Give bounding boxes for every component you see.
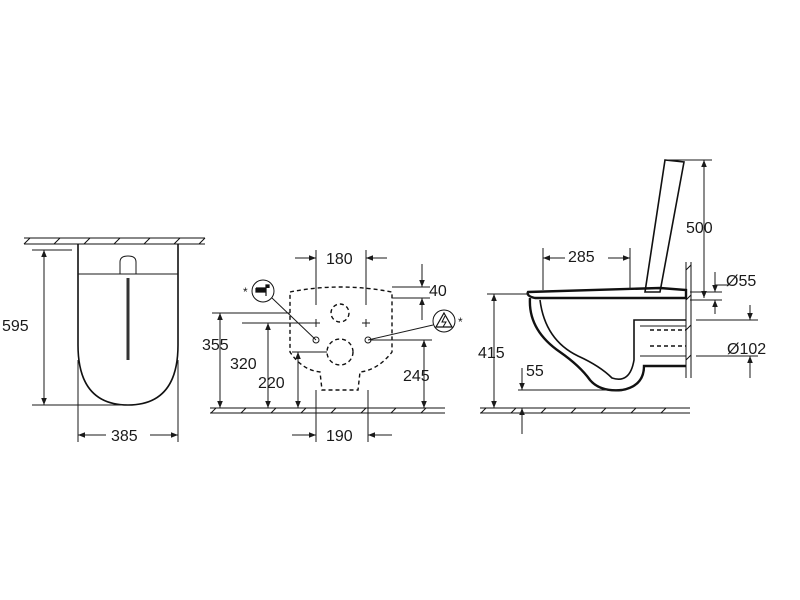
dim-220 bbox=[292, 351, 327, 408]
front-view: 595 385 bbox=[2, 237, 206, 445]
wall-strip-top bbox=[23, 237, 206, 245]
dim-o102 bbox=[696, 305, 758, 378]
electric-note-mark: * bbox=[458, 315, 463, 329]
fixing-points bbox=[312, 303, 372, 366]
electric-warning-icon bbox=[367, 309, 456, 341]
side-55-label: 55 bbox=[526, 363, 544, 380]
floor-right bbox=[480, 407, 690, 414]
dim-180 bbox=[295, 250, 387, 305]
dim-o55 bbox=[690, 272, 728, 314]
bowl-inner bbox=[539, 299, 686, 380]
wall-320-label: 320 bbox=[230, 356, 257, 373]
dim-55 bbox=[518, 368, 622, 434]
floor-middle bbox=[210, 407, 445, 414]
dim-355 bbox=[212, 312, 290, 408]
dim-320 bbox=[242, 322, 312, 408]
raised-lid bbox=[644, 159, 685, 293]
bowl-outer bbox=[528, 297, 686, 392]
wall-220-label: 220 bbox=[258, 375, 285, 392]
side-view: 285 500 Ø55 Ø102 415 bbox=[478, 159, 766, 434]
dim-415 bbox=[487, 293, 528, 408]
side-o102-label: Ø102 bbox=[727, 341, 766, 358]
side-500-label: 500 bbox=[686, 220, 713, 237]
wall-180-label: 180 bbox=[326, 251, 353, 268]
wall-190-label: 190 bbox=[326, 428, 353, 445]
wall-355-label: 355 bbox=[202, 337, 229, 354]
rim-nozzle bbox=[119, 255, 137, 274]
wall-40-label: 40 bbox=[429, 283, 447, 300]
dim-245 bbox=[370, 339, 432, 408]
outlet-lines bbox=[640, 325, 686, 357]
water-tap-icon bbox=[251, 279, 317, 341]
outlet-dashes bbox=[650, 329, 686, 347]
side-415-label: 415 bbox=[478, 345, 505, 362]
side-o55-label: Ø55 bbox=[726, 273, 756, 290]
side-285-label: 285 bbox=[568, 249, 595, 266]
tap-note-mark: * bbox=[243, 285, 248, 299]
dim-500 bbox=[668, 159, 712, 298]
seat bbox=[526, 286, 688, 300]
dim-40 bbox=[392, 264, 430, 320]
front-height-label: 595 bbox=[2, 318, 29, 335]
wall-view: 180 40 * * 355 bbox=[202, 250, 463, 445]
dim-190 bbox=[292, 390, 392, 442]
wall-right bbox=[685, 262, 692, 378]
wall-245-label: 245 bbox=[403, 368, 430, 385]
rear-bowl-outline bbox=[289, 286, 393, 391]
front-width-label: 385 bbox=[111, 428, 138, 445]
dim-width-385 bbox=[77, 360, 179, 442]
front-bowl-outline bbox=[77, 244, 179, 406]
dim-285 bbox=[542, 248, 631, 290]
